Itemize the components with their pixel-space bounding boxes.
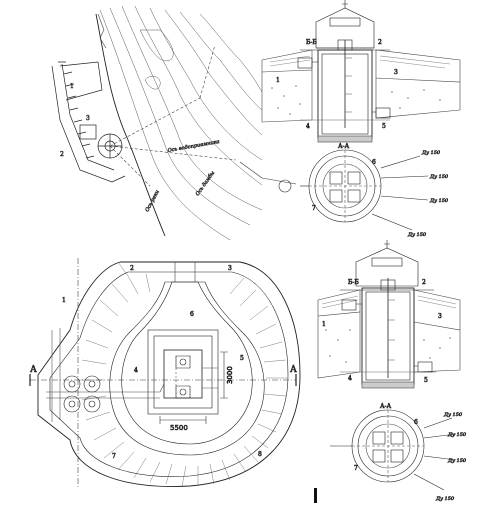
lower-intake-section: Б-Б 2 1 3 4 5 xyxy=(317,240,461,389)
slope-hatching xyxy=(80,261,288,487)
upper-num-6: 6 xyxy=(372,159,376,166)
site-label-3: 3 xyxy=(86,115,90,122)
dimension-width: 5500 xyxy=(170,424,188,432)
upper-pump-1 xyxy=(329,171,343,185)
upper-num-3: 3 xyxy=(394,69,398,76)
island-plan: 5500 3000 А А 1 2 3 4 5 6 7 8 xyxy=(29,258,301,488)
upper-pump-3 xyxy=(329,189,343,203)
upper-intake-section: Б-Б 2 1 3 4 5 xyxy=(261,0,461,143)
upper-num-4: 4 xyxy=(306,123,310,130)
upper-plan-label: А-А xyxy=(338,143,350,150)
section-mark-left: А xyxy=(30,365,37,375)
lower-ground-right xyxy=(413,289,461,373)
intake-pump-b xyxy=(179,388,187,396)
upper-pipe-1: Ду 150 xyxy=(421,150,441,156)
bank-line xyxy=(95,13,166,237)
island-num-3: 3 xyxy=(228,265,232,272)
lower-num-4: 4 xyxy=(348,375,352,382)
lower-num-2: 2 xyxy=(422,279,426,286)
upper-pipe-3: Ду 150 xyxy=(429,198,449,204)
river-axis-label: Ось реки xyxy=(144,189,160,213)
dimension-height: 3000 xyxy=(226,366,234,384)
island-outer-contour xyxy=(37,261,301,487)
dam-axis-label: Ось дамбы xyxy=(194,170,216,197)
lower-pump-2 xyxy=(390,431,404,445)
discharge-structure xyxy=(63,375,101,413)
lower-pump-1 xyxy=(372,431,386,445)
lower-pipe-2: Ду 150 xyxy=(447,432,467,438)
lower-plan-label: А-А xyxy=(380,403,392,410)
upper-pipe-4: Ду 150 xyxy=(407,232,427,238)
axis-lines xyxy=(109,44,237,187)
upper-num-7: 7 xyxy=(312,205,316,212)
upper-kiosk xyxy=(315,7,375,49)
lower-num-1: 1 xyxy=(322,321,326,328)
island-num-4: 4 xyxy=(134,367,138,374)
upper-section-label: Б-Б xyxy=(306,39,317,46)
contour-lines xyxy=(99,5,263,241)
lower-pump-3 xyxy=(372,449,386,463)
section-mark-right: А xyxy=(290,365,297,375)
island-platform-outer xyxy=(147,329,219,415)
site-plan: 2 3 1 Ось реки Ось дамбы Ось водоприемни… xyxy=(51,5,297,241)
upper-num-1: 1 xyxy=(276,77,280,84)
intake-pump-a xyxy=(179,358,187,366)
upper-pump-4 xyxy=(347,189,361,203)
lower-num-7: 7 xyxy=(354,465,358,472)
island-num-5: 5 xyxy=(240,355,244,362)
upper-num-2: 2 xyxy=(378,39,382,46)
upper-pipe-left xyxy=(297,57,313,69)
upper-ground-right xyxy=(375,49,461,119)
upper-intake-plan: А-А Ду 150 Ду 150 Ду 150 Ду 150 7 6 xyxy=(300,143,449,238)
intake-axis-label: Ось водоприемника xyxy=(167,139,220,154)
jetty xyxy=(51,61,126,183)
island-num-7: 7 xyxy=(112,453,116,460)
upper-pump-2 xyxy=(347,171,361,185)
site-label-2: 2 xyxy=(60,151,64,158)
lower-num-3: 3 xyxy=(438,313,442,320)
lower-soil-stipple xyxy=(325,329,451,363)
lower-section-label: Б-Б xyxy=(348,279,359,286)
island-num-8: 8 xyxy=(258,451,262,458)
island-num-1: 1 xyxy=(62,297,66,304)
lower-intake-plan: А-А Ду 150 Ду 150 Ду 150 Ду 150 7 6 xyxy=(330,403,467,502)
island-num-6: 6 xyxy=(190,311,194,318)
access-road xyxy=(174,262,196,282)
upper-soil-stipple xyxy=(271,85,441,115)
site-label-1: 1 xyxy=(70,83,74,90)
plate-mark xyxy=(314,488,317,503)
lower-pump-4 xyxy=(390,449,404,463)
lower-pipe-3: Ду 150 xyxy=(447,458,467,464)
lower-pipe-left xyxy=(341,299,357,311)
upper-pipe-right xyxy=(375,107,391,119)
lower-pipe-4: Ду 150 xyxy=(435,496,455,502)
upper-num-5: 5 xyxy=(382,123,386,130)
lower-num-6: 6 xyxy=(414,419,418,426)
island-num-2: 2 xyxy=(130,265,134,272)
upper-pipe-2: Ду 150 xyxy=(429,174,449,180)
lower-num-5: 5 xyxy=(424,377,428,384)
lower-pipe-right xyxy=(417,361,433,373)
intake-structure xyxy=(163,349,203,399)
island-inner-berm xyxy=(109,281,265,456)
lower-pipe-1: Ду 150 xyxy=(443,412,463,418)
lower-kiosk xyxy=(355,247,419,287)
